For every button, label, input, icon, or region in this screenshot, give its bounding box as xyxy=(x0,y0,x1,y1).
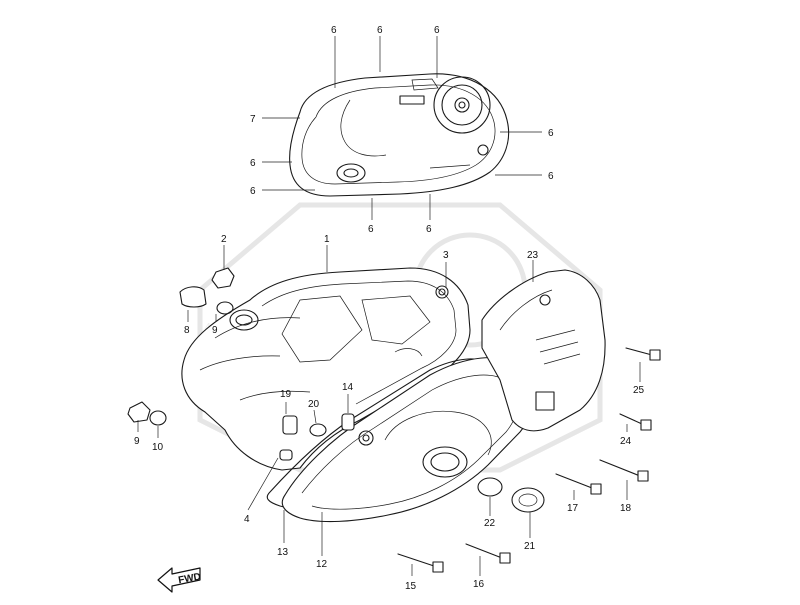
callout-19: 19 xyxy=(280,389,292,400)
generator-cover xyxy=(281,357,535,523)
callout-6-e: 6 xyxy=(548,128,554,139)
callout-10: 10 xyxy=(152,442,164,453)
callout-12: 12 xyxy=(316,559,328,570)
callout-21: 21 xyxy=(524,541,536,552)
callout-22: 22 xyxy=(484,518,496,529)
callout-15: 15 xyxy=(405,581,417,592)
bolt-17 xyxy=(555,473,602,495)
bolt-15 xyxy=(397,553,444,573)
callout-4: 4 xyxy=(244,514,250,525)
sprocket-cover xyxy=(481,269,606,432)
callout-17: 17 xyxy=(567,503,579,514)
callout-9-lower: 9 xyxy=(134,436,140,447)
callout-20: 20 xyxy=(308,399,320,410)
callout-3: 3 xyxy=(443,250,449,261)
callout-6-c: 6 xyxy=(434,25,440,36)
leader-lines xyxy=(137,36,641,576)
callout-14: 14 xyxy=(342,382,354,393)
callout-23: 23 xyxy=(527,250,539,261)
bolts xyxy=(397,347,661,573)
callout-6-b: 6 xyxy=(377,25,383,36)
callout-6-i: 6 xyxy=(426,224,432,235)
callout-16: 16 xyxy=(473,579,485,590)
callout-6-d: 6 xyxy=(250,158,256,169)
fwd-label: FWD xyxy=(177,571,201,586)
callout-13: 13 xyxy=(277,547,289,558)
fwd-arrow-icon: FWD xyxy=(157,567,202,593)
callout-18: 18 xyxy=(620,503,632,514)
callout-24: 24 xyxy=(620,436,632,447)
callout-8: 8 xyxy=(184,325,190,336)
callout-labels: 6 6 6 7 6 6 6 6 6 6 2 1 3 23 8 9 25 19 2… xyxy=(134,25,645,592)
bolt-24 xyxy=(619,413,652,431)
bolt-18 xyxy=(599,459,649,482)
callout-7: 7 xyxy=(250,114,256,125)
callout-1: 1 xyxy=(324,234,330,245)
callout-2: 2 xyxy=(221,234,227,245)
callout-6-g: 6 xyxy=(548,171,554,182)
clutch-cover-outer xyxy=(289,73,510,197)
callout-9-upper: 9 xyxy=(212,325,218,336)
callout-6-a: 6 xyxy=(331,25,337,36)
small-parts xyxy=(127,267,545,513)
callout-6-f: 6 xyxy=(250,186,256,197)
callout-25: 25 xyxy=(633,385,645,396)
bolt-16 xyxy=(465,543,511,564)
crankcase-cover-left xyxy=(181,267,471,471)
bolt-25 xyxy=(625,347,661,361)
callout-6-h: 6 xyxy=(368,224,374,235)
